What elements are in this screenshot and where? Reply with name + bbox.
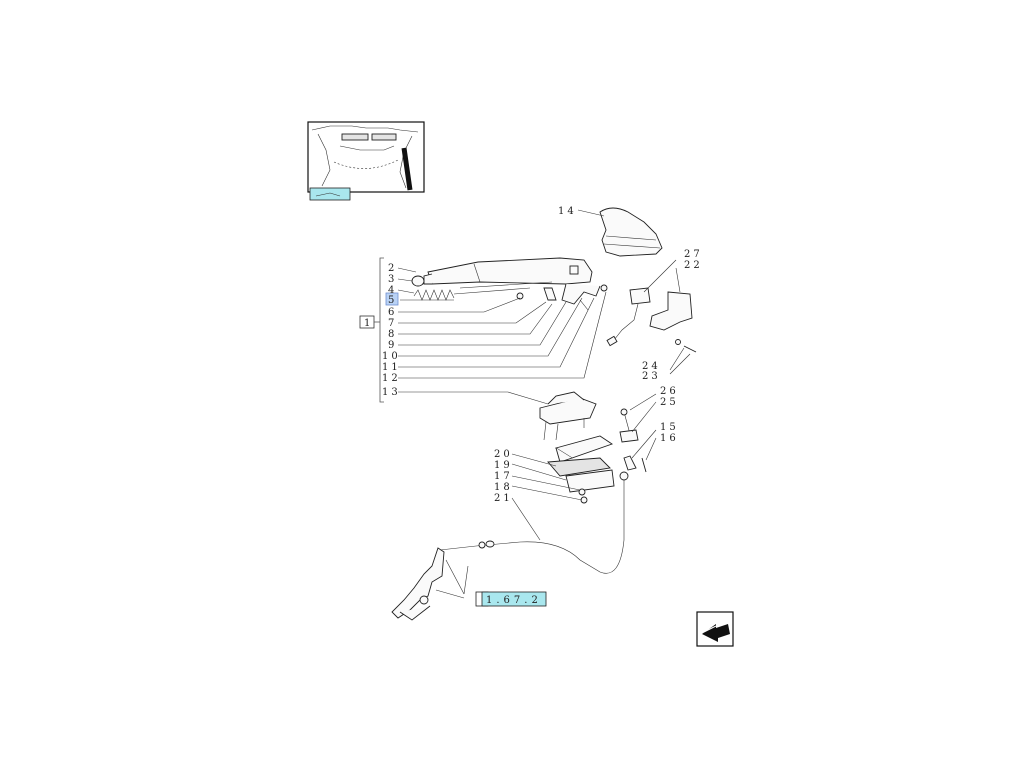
brake-cable — [439, 429, 657, 574]
kit-label: 1 — [364, 318, 370, 329]
group-leaders — [397, 267, 607, 405]
right-labels: 14 27 22 24 23 26 25 15 16 20 19 17 18 2… — [494, 206, 703, 504]
reference-box[interactable]: 1.67.2 — [475, 591, 547, 607]
label-10: 10 — [382, 351, 401, 362]
label-12: 12 — [382, 373, 401, 384]
label-19: 19 — [494, 460, 513, 471]
pedal-lever — [391, 547, 469, 621]
cable-clamps — [511, 435, 615, 504]
label-20: 20 — [494, 449, 513, 460]
label-13: 13 — [382, 387, 401, 398]
label-26: 26 — [660, 386, 679, 397]
label-9: 9 — [388, 340, 397, 351]
label-17: 17 — [494, 471, 513, 482]
label-25: 25 — [660, 397, 679, 408]
tractor-cab-thumbnail-icon[interactable] — [307, 121, 425, 201]
next-page-arrow-icon[interactable] — [696, 611, 734, 647]
label-6: 6 — [388, 307, 397, 318]
label-5[interactable]: 5 — [388, 295, 397, 306]
label-7: 7 — [388, 318, 397, 329]
bolt-and-bush — [619, 393, 657, 443]
lever-boot — [577, 207, 663, 257]
label-18: 18 — [494, 482, 513, 493]
highlight-marker — [385, 292, 399, 306]
label-22: 22 — [684, 260, 703, 271]
label-11: 11 — [382, 362, 401, 373]
label-15: 15 — [660, 422, 679, 433]
reference-label: 1.67.2 — [486, 595, 542, 606]
cable-support — [539, 391, 597, 441]
label-23: 23 — [642, 371, 661, 382]
label-8: 8 — [388, 329, 397, 340]
label-14: 14 — [558, 206, 577, 217]
kit-bracket: 1 — [359, 257, 384, 403]
label-16: 16 — [660, 433, 679, 444]
label-21: 21 — [494, 493, 513, 504]
label-27: 27 — [684, 249, 703, 260]
label-3: 3 — [388, 274, 397, 285]
switch-bracket — [606, 259, 697, 375]
label-2: 2 — [388, 263, 397, 274]
handbrake-lever — [411, 257, 608, 311]
label-4: 4 — [388, 285, 397, 296]
label-24: 24 — [642, 361, 661, 372]
